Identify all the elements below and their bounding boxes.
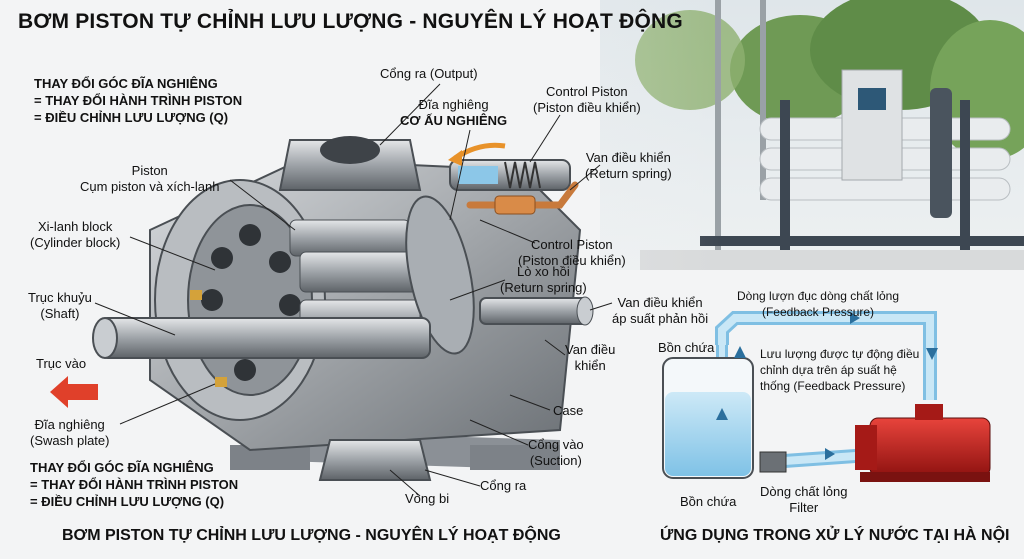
label-spring: Lò xo hồi(Return spring) bbox=[500, 264, 587, 295]
page-title: BƠM PISTON TỰ CHỈNH LƯU LƯỢNG - NGUYÊN L… bbox=[18, 10, 683, 33]
label-swash-plate: Đĩa nghiêng(Swash plate) bbox=[30, 417, 110, 448]
label-control-piston-top: Control Piston(Piston điều khiển) bbox=[533, 84, 641, 115]
label-control-piston-mid: Control Piston(Piston điều khiển) bbox=[518, 237, 626, 268]
label-feedback: Dòng lượn đục dòng chất lỏng(Feedback Pr… bbox=[737, 289, 900, 319]
note-top: THAY ĐỔI GÓC ĐĨA NGHIÊNG = THAY ĐỔI HÀNH… bbox=[34, 76, 243, 125]
pump-illustration bbox=[92, 136, 594, 481]
label-tank-bottom: Bồn chứa bbox=[680, 494, 737, 509]
label-shaft: Trục khuỷu(Shaft) bbox=[28, 290, 92, 321]
note-bottom: THAY ĐỔI GÓC ĐĨA NGHIÊNG = THAY ĐỔI HÀNH… bbox=[30, 460, 239, 509]
label-tank-top: Bồn chứa bbox=[658, 340, 715, 355]
application-diagram bbox=[662, 311, 991, 482]
caption-right: ỨNG DỤNG TRONG XỬ LÝ NƯỚC TẠI HÀ NỘI bbox=[660, 527, 1010, 544]
label-cylinder: Xi-lanh block(Cylinder block) bbox=[30, 219, 121, 250]
label-valve-top: Van điều khiển(Return spring) bbox=[585, 150, 672, 181]
label-output: Cổng ra (Output) bbox=[380, 66, 478, 81]
label-suction: Cổng vào(Suction) bbox=[528, 437, 584, 468]
label-case: Case bbox=[553, 403, 584, 418]
shaft-in-arrow bbox=[50, 376, 98, 408]
label-bearing: Vòng bi bbox=[405, 491, 450, 506]
label-shaft-in: Trục vào bbox=[36, 356, 87, 371]
label-outlet: Cổng ra bbox=[480, 478, 527, 493]
caption-left: BƠM PISTON TỰ CHỈNH LƯU LƯỢNG - NGUYÊN L… bbox=[62, 527, 561, 544]
